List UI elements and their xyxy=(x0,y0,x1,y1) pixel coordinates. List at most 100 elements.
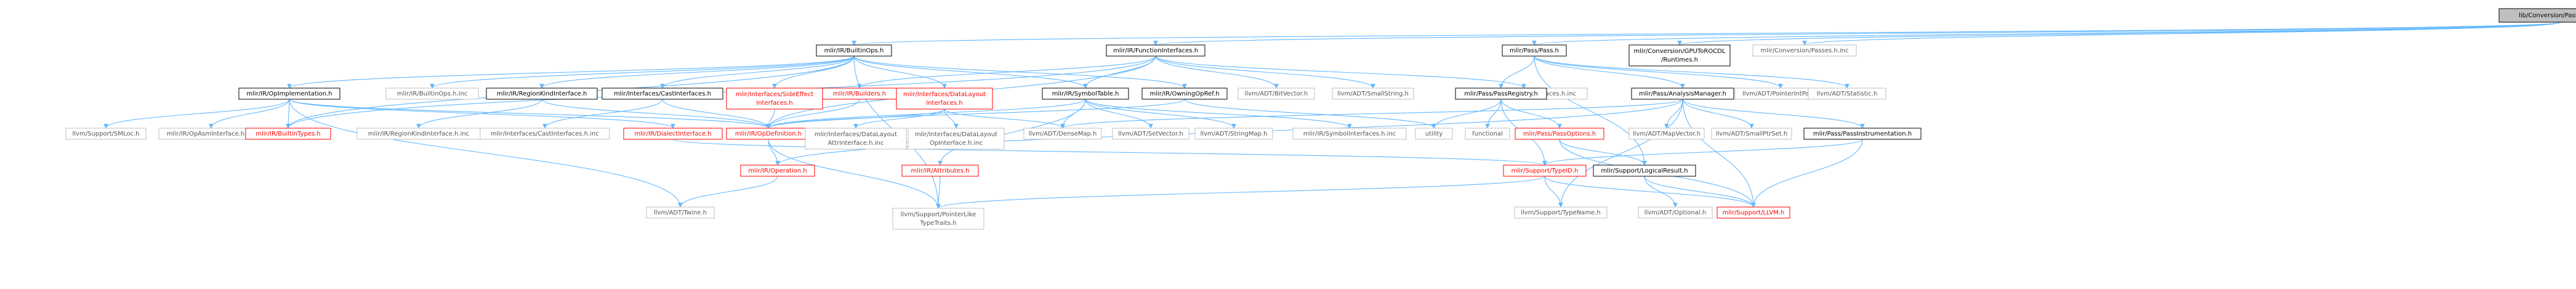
edge-funcifaces-to-smallstring xyxy=(1155,55,1375,89)
node-label: llvm/ADT/Twine.h xyxy=(654,210,707,216)
node-box xyxy=(805,128,907,150)
node-box xyxy=(1515,128,1604,140)
node-label: mlir/Interfaces/DataLayout xyxy=(903,91,986,98)
node-label: mlir/IR/FunctionInterfaces.h xyxy=(1113,47,1198,54)
edge-logicalresult-to-optional xyxy=(1644,176,1678,208)
edge-opimpl-to-builtintypes xyxy=(286,99,291,129)
node-operation[interactable]: mlir/IR/Operation.h xyxy=(740,165,815,177)
node-box xyxy=(1503,165,1587,177)
node-label: llvm/ADT/DenseMap.h xyxy=(1029,131,1097,137)
node-setvector: llvm/ADT/SetVector.h xyxy=(1112,128,1189,140)
node-box xyxy=(1808,88,1886,100)
edge-analysismgr-to-smallptrset xyxy=(1682,99,1754,129)
node-label: mlir/IR/SymbolTable.h xyxy=(1052,91,1119,97)
node-mapvector: llvm/ADT/MapVector.h xyxy=(1628,128,1705,140)
edge-castifaces-to-opdef xyxy=(662,99,771,129)
edge-dialectiface-to-typeid xyxy=(672,139,1547,166)
node-label: llvm/Support/TypeName.h xyxy=(1521,210,1600,216)
node-label: llvm/ADT/Statistic.h xyxy=(1817,91,1878,97)
node-functional: functional xyxy=(1465,128,1510,140)
node-passregistry[interactable]: mlir/Pass/PassRegistry.h xyxy=(1455,88,1547,100)
edge-opdef-to-operation xyxy=(768,139,780,166)
node-box xyxy=(1711,128,1792,140)
node-label: llvm/ADT/PointerIntPair.h xyxy=(1742,91,1819,97)
node-box xyxy=(901,165,979,177)
node-box xyxy=(1628,128,1705,140)
node-attributes[interactable]: mlir/IR/Attributes.h xyxy=(901,165,979,177)
node-box xyxy=(1106,44,1205,57)
edge-builtinops-to-symboltable xyxy=(853,55,1088,89)
node-opimpl[interactable]: mlir/IR/OpImplementation.h xyxy=(238,88,340,100)
node-symboltable[interactable]: mlir/IR/SymbolTable.h xyxy=(1042,88,1129,100)
node-label: mlir/Support/LLVM.h xyxy=(1723,210,1785,216)
edge-owningop-to-utility xyxy=(1184,99,1436,129)
node-builders[interactable]: mlir/IR/Builders.h xyxy=(822,88,897,100)
node-stringmap: llvm/ADT/StringMap.h xyxy=(1194,128,1273,140)
node-builtintypes[interactable]: mlir/IR/BuiltinTypes.h xyxy=(245,128,331,140)
node-analysismgr[interactable]: mlir/Pass/AnalysisManager.h xyxy=(1631,88,1734,100)
edge-owningop-to-opdef xyxy=(766,99,1185,129)
dependency-nodes: lib/Conversion/PassDetail.h mlir/IR/Built… xyxy=(65,8,2576,230)
node-statistic: llvm/ADT/Statistic.h xyxy=(1808,88,1886,100)
node-logicalresult[interactable]: mlir/Support/LogicalResult.h xyxy=(1593,165,1696,177)
node-label: llvm/Support/PointerLike xyxy=(901,211,976,218)
node-label: mlir/IR/BuiltinOps.h.inc xyxy=(397,91,468,97)
edge-opimpl-to-opdef xyxy=(289,99,771,129)
node-dialectiface[interactable]: mlir/IR/DialectInterface.h xyxy=(623,128,723,140)
node-label: mlir/Interfaces/DataLayout xyxy=(815,131,897,138)
node-label: mlir/IR/Operation.h xyxy=(748,168,807,174)
node-label: mlir/IR/DialectInterface.h xyxy=(634,131,711,137)
node-supportllvm[interactable]: mlir/Support/LLVM.h xyxy=(1717,206,1790,219)
node-typeid[interactable]: mlir/Support/TypeID.h xyxy=(1503,165,1587,177)
node-box xyxy=(1194,128,1273,140)
edge-passh-to-logicalresult xyxy=(1534,55,1647,166)
node-label: mlir/Support/TypeID.h xyxy=(1511,168,1579,174)
edge-opimpl-to-opasminc xyxy=(209,99,290,129)
node-box xyxy=(726,88,823,110)
edge-builtinops-to-sideeffect xyxy=(772,55,855,89)
node-label: mlir/Interfaces/CastInterfaces.h xyxy=(614,91,711,97)
node-root[interactable]: lib/Conversion/PassDetail.h xyxy=(2498,8,2576,23)
edge-passinstr-to-supportllvm xyxy=(1751,139,1863,208)
node-label: mlir/IR/Builders.h xyxy=(833,91,886,97)
node-regionkindinc: mlir/IR/RegionKindInterface.h.inc xyxy=(356,128,481,140)
node-regionkind[interactable]: mlir/IR/RegionKindInterface.h xyxy=(486,88,598,100)
edge-passh-to-passregistry xyxy=(1499,55,1535,89)
node-typename: llvm/Support/TypeName.h xyxy=(1514,206,1608,219)
node-builtinops[interactable]: mlir/IR/BuiltinOps.h xyxy=(816,44,892,57)
node-box xyxy=(908,128,1005,150)
node-opdef[interactable]: mlir/IR/OpDefinition.h xyxy=(726,128,811,140)
edge-passh-to-pointerintpair xyxy=(1534,55,1783,89)
node-gpurocdl[interactable]: mlir/Conversion/GPUToROCDL/Runtimes.h xyxy=(1628,44,1731,67)
edge-typeid-to-typename xyxy=(1544,176,1563,208)
node-funcifaces[interactable]: mlir/IR/FunctionInterfaces.h xyxy=(1106,44,1205,57)
node-label: utility xyxy=(1425,131,1443,137)
node-box xyxy=(1502,44,1567,57)
edge-symboltable-to-setvector xyxy=(1085,99,1153,129)
edge-builtinops-to-regionkind xyxy=(539,55,855,89)
node-twine: llvm/ADT/Twine.h xyxy=(646,206,715,219)
node-castifaces[interactable]: mlir/Interfaces/CastInterfaces.h xyxy=(602,88,723,100)
edge-symboltable-to-opdef xyxy=(766,99,1086,129)
node-box xyxy=(1717,206,1790,219)
node-passinstr[interactable]: mlir/Pass/PassInstrumentation.h xyxy=(1803,128,1922,140)
node-owningop[interactable]: mlir/IR/OwningOpRef.h xyxy=(1141,88,1228,100)
node-box xyxy=(1593,165,1696,177)
node-dlopinc: mlir/Interfaces/DataLayoutOpInterface.h.… xyxy=(908,128,1005,150)
edge-symboltable-to-symifaceinc xyxy=(1085,99,1352,129)
edge-opimpl-to-smloc xyxy=(103,99,290,129)
node-passh[interactable]: mlir/Pass/Pass.h xyxy=(1502,44,1567,57)
node-label: mlir/IR/OpImplementation.h xyxy=(246,91,332,97)
node-box xyxy=(1465,128,1510,140)
node-label: mlir/Interfaces/CastInterfaces.h.inc xyxy=(491,131,599,137)
edge-funcifaces-to-builders xyxy=(857,55,1156,89)
node-passoptions[interactable]: mlir/Pass/PassOptions.h xyxy=(1515,128,1604,140)
edge-opimpl-to-twine xyxy=(289,99,683,208)
node-box xyxy=(1415,128,1453,140)
node-label: mlir/Pass/PassRegistry.h xyxy=(1464,91,1537,97)
node-box xyxy=(1514,206,1608,219)
node-smloc: llvm/Support/SMLoc.h xyxy=(65,128,147,140)
